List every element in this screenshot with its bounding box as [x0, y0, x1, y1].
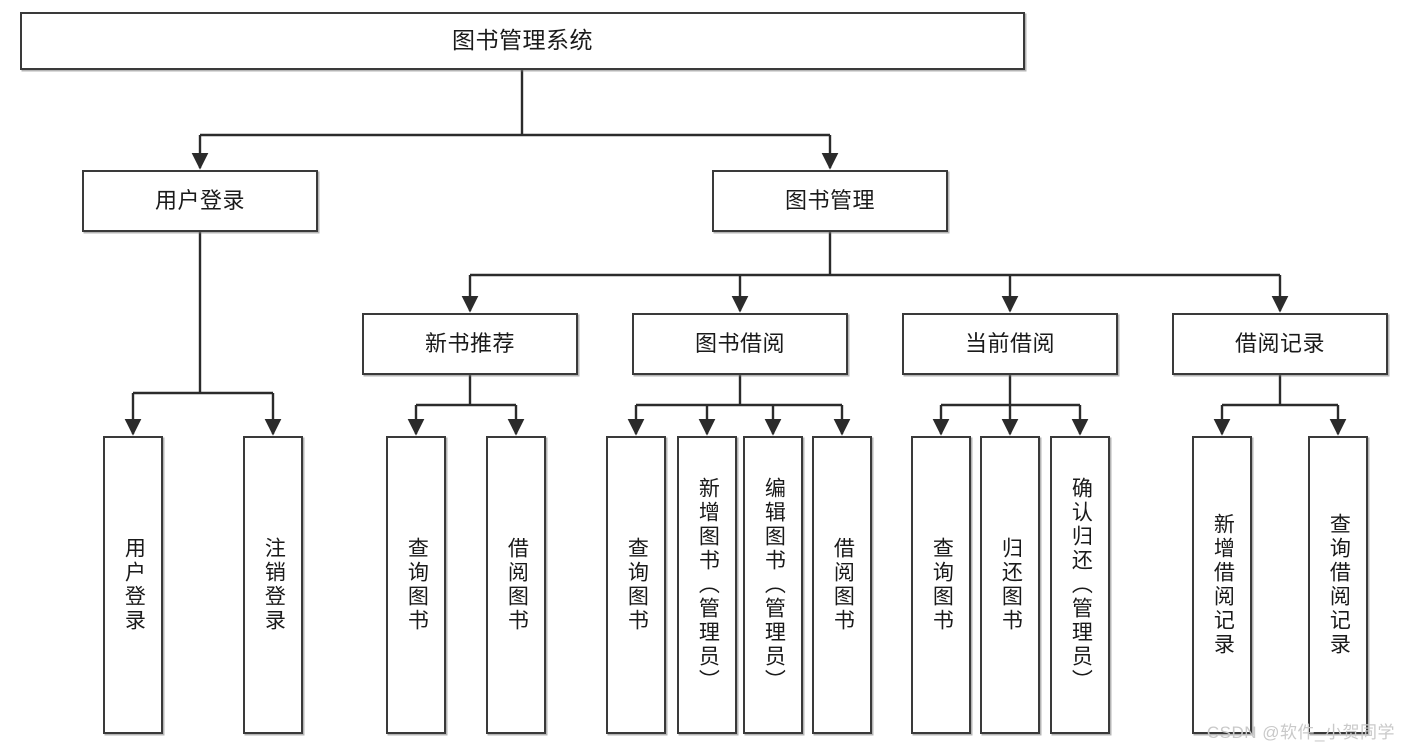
node-label: 编辑图书（管理员） — [762, 477, 786, 693]
node-leaf-book-borrow-add[interactable]: 新增图书（管理员） — [677, 436, 737, 734]
node-borrow-record[interactable]: 借阅记录 — [1172, 313, 1388, 375]
node-leaf-book-borrow-query[interactable]: 查询图书 — [606, 436, 666, 734]
node-book-management[interactable]: 图书管理 — [712, 170, 948, 232]
node-leaf-new-book-borrow[interactable]: 借阅图书 — [486, 436, 546, 734]
node-label: 用户登录 — [154, 187, 245, 213]
node-leaf-book-borrow-edit[interactable]: 编辑图书（管理员） — [743, 436, 803, 734]
node-label: 当前借阅 — [964, 330, 1055, 356]
node-leaf-borrow-record-add[interactable]: 新增借阅记录 — [1192, 436, 1252, 734]
node-book-borrow[interactable]: 图书借阅 — [632, 313, 848, 375]
node-leaf-user-login-logout[interactable]: 注销登录 — [243, 436, 303, 734]
node-label: 查询借阅记录 — [1327, 513, 1351, 657]
node-label: 查询图书 — [625, 537, 649, 633]
node-leaf-borrow-record-query[interactable]: 查询借阅记录 — [1308, 436, 1368, 734]
node-label: 查询图书 — [930, 537, 954, 633]
csdn-watermark: CSDN @软件_小贺同学 — [1206, 723, 1395, 742]
node-label: 确认归还（管理员） — [1069, 477, 1093, 693]
node-label: 图书借阅 — [694, 330, 785, 356]
node-label: 借阅图书 — [505, 537, 529, 633]
node-label: 借阅记录 — [1234, 330, 1325, 356]
node-leaf-new-book-query[interactable]: 查询图书 — [386, 436, 446, 734]
node-current-borrow[interactable]: 当前借阅 — [902, 313, 1118, 375]
node-label: 注销登录 — [262, 537, 286, 633]
node-leaf-current-borrow-confirm-return[interactable]: 确认归还（管理员） — [1050, 436, 1110, 734]
node-label: 图书管理系统 — [452, 27, 593, 54]
node-label: 新增借阅记录 — [1211, 513, 1235, 657]
node-root-system[interactable]: 图书管理系统 — [20, 12, 1025, 70]
node-leaf-current-borrow-query[interactable]: 查询图书 — [911, 436, 971, 734]
node-label: 借阅图书 — [831, 537, 855, 633]
node-label: 归还图书 — [999, 537, 1023, 633]
node-user-login[interactable]: 用户登录 — [82, 170, 318, 232]
node-leaf-current-borrow-return[interactable]: 归还图书 — [980, 436, 1040, 734]
node-leaf-book-borrow-borrow[interactable]: 借阅图书 — [812, 436, 872, 734]
node-label: 用户登录 — [122, 537, 146, 633]
node-leaf-user-login-login[interactable]: 用户登录 — [103, 436, 163, 734]
node-label: 查询图书 — [405, 537, 429, 633]
node-label: 新书推荐 — [424, 330, 515, 356]
node-label: 图书管理 — [784, 187, 875, 213]
node-label: 新增图书（管理员） — [696, 477, 720, 693]
node-new-book-recommend[interactable]: 新书推荐 — [362, 313, 578, 375]
